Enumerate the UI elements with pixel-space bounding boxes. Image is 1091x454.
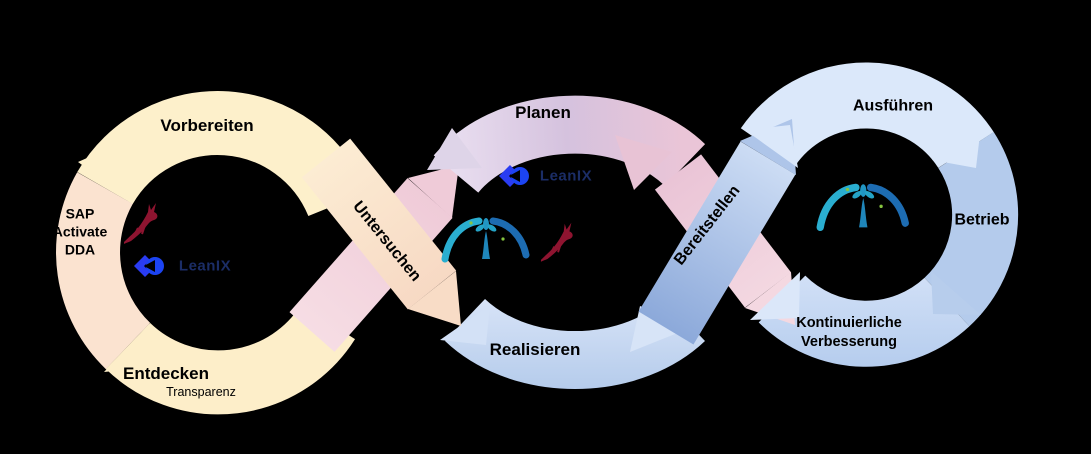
left-loop-bottom-sublabel: Transparenz bbox=[166, 384, 236, 399]
right-loop-ring bbox=[740, 62, 1019, 367]
right-ring-bottom-left-chevron bbox=[750, 272, 800, 320]
center-loop-top-label: Planen bbox=[515, 102, 571, 122]
left-loop-bottom-label: Entdecken bbox=[123, 363, 209, 383]
center-top-right-chevron bbox=[615, 135, 672, 190]
deer-logo-icon bbox=[540, 222, 573, 262]
right-loop-side-label: Betrieb bbox=[954, 211, 1010, 229]
deer-logo-icon bbox=[124, 203, 158, 244]
left-ring-side-arc bbox=[56, 172, 151, 370]
connector-untersuchen-band bbox=[301, 138, 461, 326]
tree-arch-logo-icon bbox=[441, 217, 530, 263]
left-loop-top-label: Vorbereiten bbox=[160, 115, 254, 135]
center-bottom-end-chevron bbox=[630, 306, 690, 352]
right-ring-chevron-side bbox=[931, 271, 981, 315]
center-top-left-chevron bbox=[427, 128, 482, 170]
left-ring-chevron-bottom bbox=[104, 324, 154, 372]
center-loop-bottom-arc bbox=[440, 298, 705, 390]
left-ring-chevron-top bbox=[78, 146, 131, 200]
leanix-logo-icon bbox=[134, 255, 164, 277]
center-loop-top-arc bbox=[427, 95, 706, 194]
connector-pink-left-arrowhead bbox=[408, 165, 459, 218]
leanix-wordmark: LeanIX bbox=[178, 257, 232, 275]
connector-bereitstellen-band bbox=[638, 119, 798, 345]
tree-arch-logo-icon bbox=[816, 183, 909, 232]
center-bottom-start-chevron bbox=[440, 305, 490, 345]
connector-untersuchen-arrowhead bbox=[408, 271, 461, 326]
left-loop-side-label: SAP Activate DDA bbox=[52, 205, 108, 259]
leanix-wordmark: LeanIX bbox=[539, 167, 593, 185]
leanix-logo-icon bbox=[499, 165, 529, 187]
right-ring-chevron-top bbox=[932, 117, 982, 168]
center-loop-bottom-label: Realisieren bbox=[489, 339, 581, 359]
right-ring-top-left-chevron bbox=[745, 125, 798, 168]
left-loop-ring bbox=[56, 91, 368, 415]
right-loop-top-label: Ausführen bbox=[853, 97, 933, 115]
right-ring-bottom-arc bbox=[758, 274, 970, 367]
right-ring-side-arc bbox=[923, 132, 1019, 327]
right-loop-bottom-label: Kontinuierliche Verbesserung bbox=[796, 315, 902, 350]
left-ring-bottom-arc bbox=[105, 304, 356, 415]
